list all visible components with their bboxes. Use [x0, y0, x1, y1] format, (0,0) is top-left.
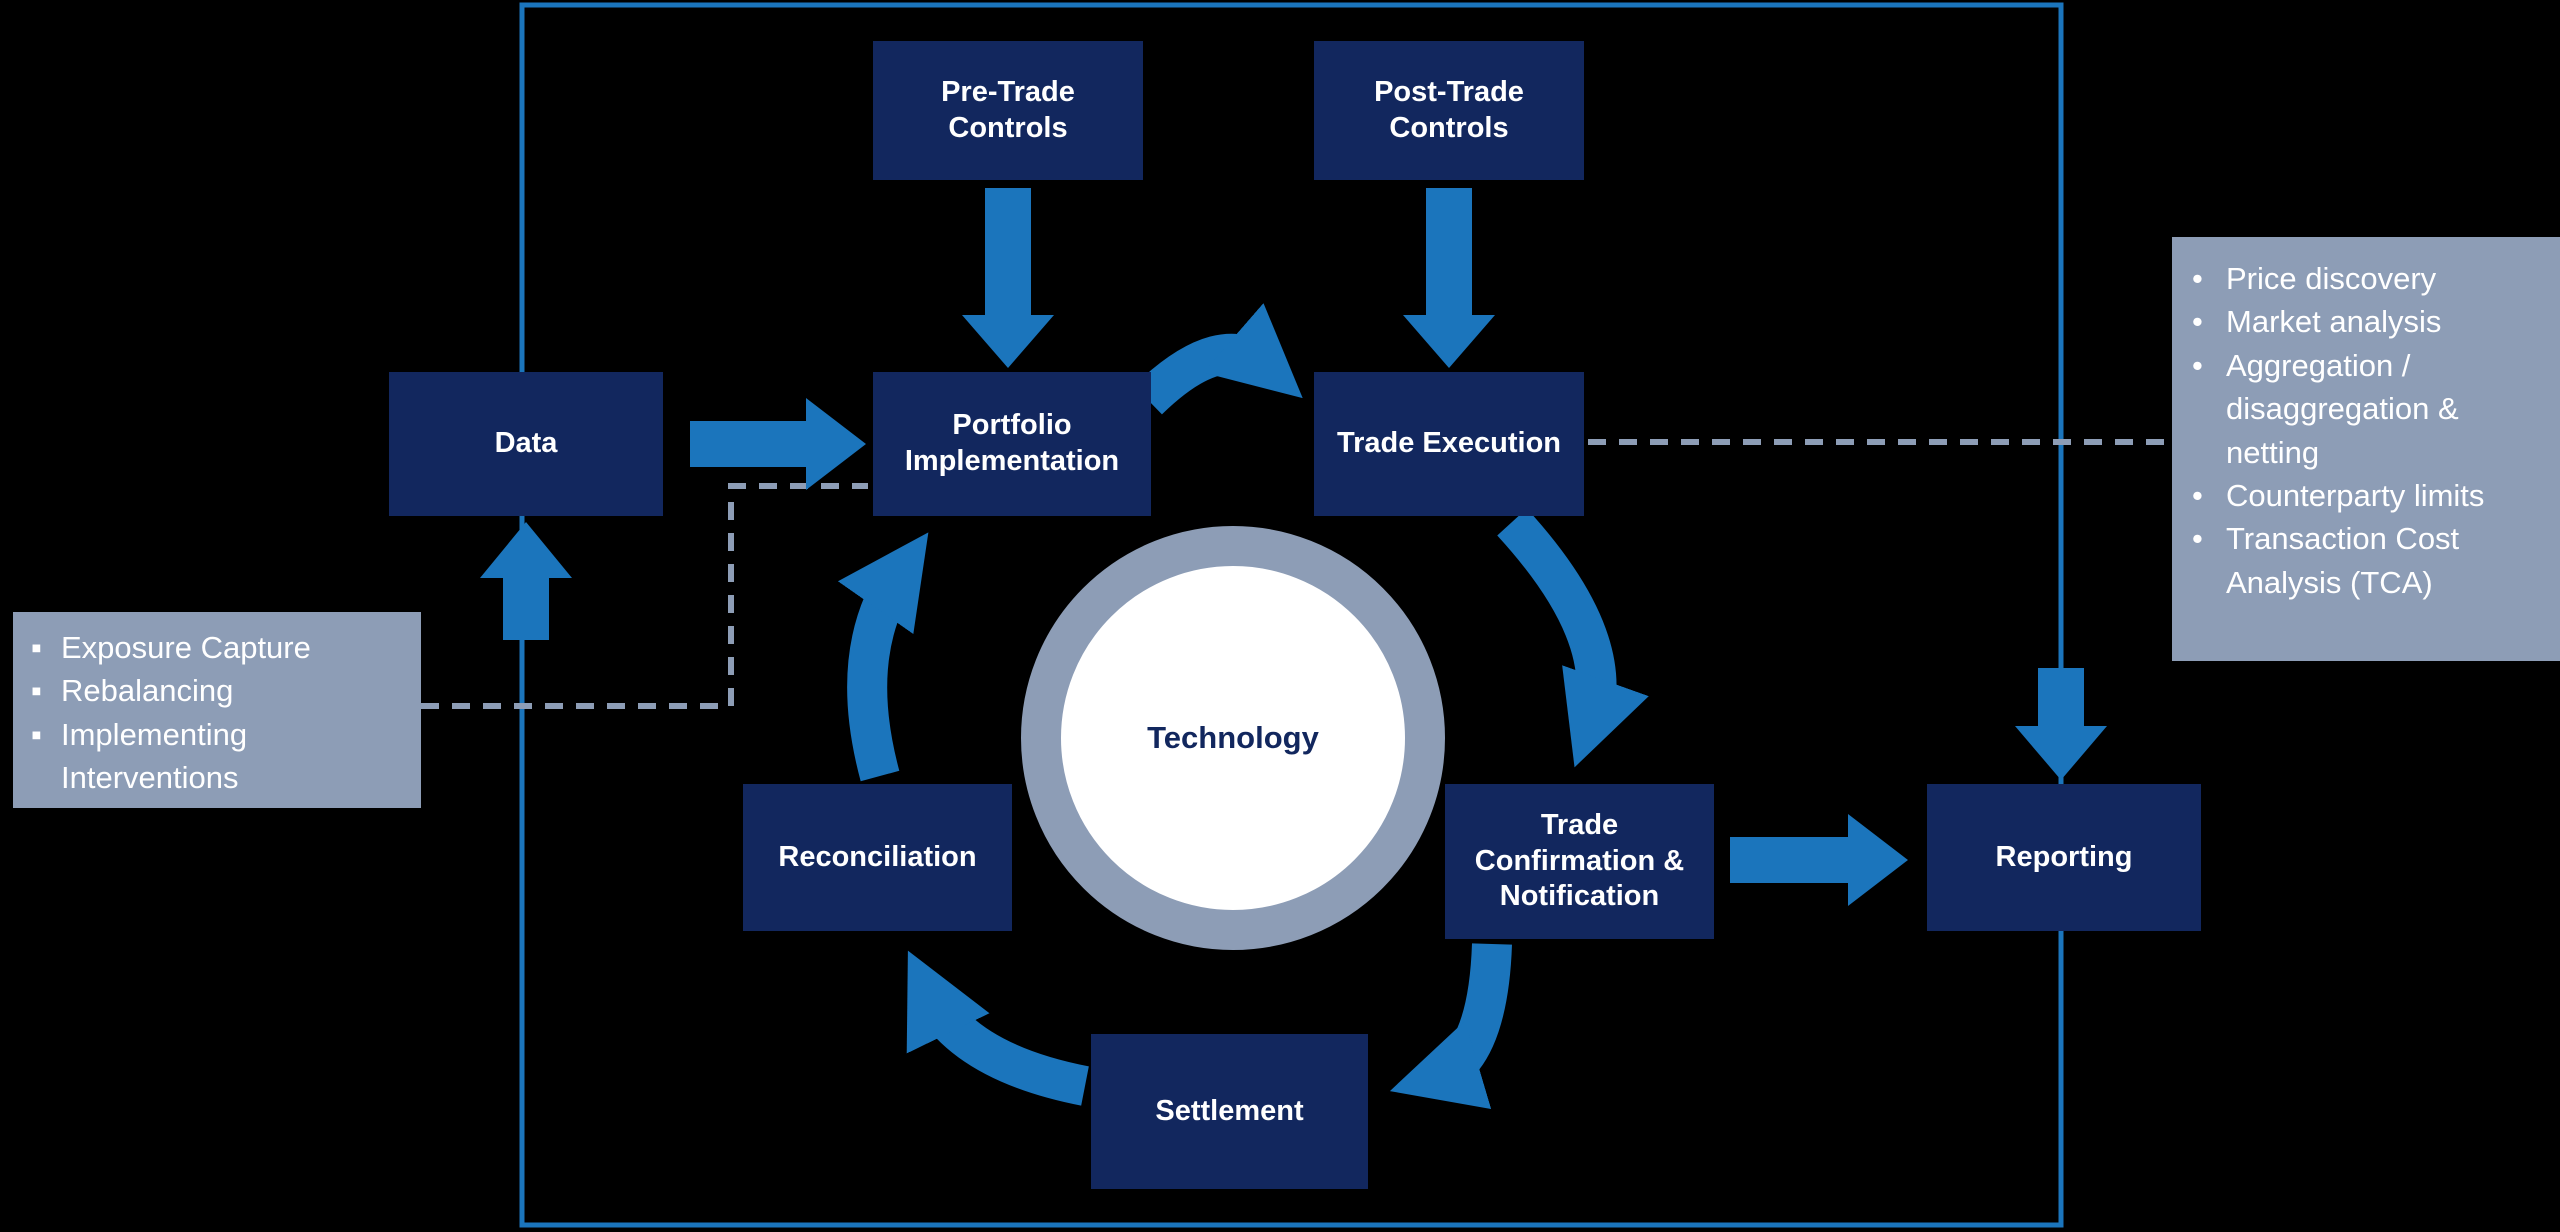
- round-bullet-icon: •: [2192, 477, 2203, 513]
- box-portfolio-implementation: Portfolio Implementation: [873, 372, 1151, 516]
- round-bullet-icon: •: [2192, 304, 2203, 340]
- callout-item: • Market analysis: [2192, 300, 2544, 343]
- round-bullet-icon: •: [2192, 521, 2203, 557]
- arrow-portfolio-to-trade-execution: [1134, 303, 1303, 415]
- callout-item: • Transaction Cost Analysis (TCA): [2192, 517, 2544, 604]
- box-label: Pre-Trade Controls: [941, 75, 1075, 144]
- arrow-trade-execution-to-confirmation: [1497, 508, 1649, 768]
- callout-item-text: Counterparty limits: [2226, 477, 2485, 513]
- callout-item: • Counterparty limits: [2192, 474, 2544, 517]
- callout-item: ▪ Exposure Capture: [31, 626, 403, 669]
- box-post-trade-controls: Post-Trade Controls: [1314, 41, 1584, 180]
- callout-list: • Price discovery • Market analysis • Ag…: [2192, 257, 2544, 604]
- callout-item-text: Rebalancing: [61, 673, 234, 709]
- box-trade-confirmation-notification: Trade Confirmation & Notification: [1445, 784, 1714, 939]
- box-trade-execution: Trade Execution: [1314, 372, 1584, 516]
- box-label: Reconciliation: [778, 840, 977, 873]
- box-label: Portfolio Implementation: [904, 409, 1120, 477]
- callout-item: ▪ Rebalancing: [31, 669, 403, 712]
- round-bullet-icon: •: [2192, 347, 2203, 383]
- arrow-confirmation-to-settlement: [1389, 943, 1512, 1109]
- technology-circle: Technology: [1021, 526, 1445, 950]
- arrow-reconciliation-to-portfolio: [837, 532, 929, 782]
- box-label: Trade Execution: [1336, 427, 1561, 460]
- callout-trade-execution-functions: • Price discovery • Market analysis • Ag…: [2172, 237, 2560, 661]
- square-bullet-icon: ▪: [31, 630, 42, 665]
- box-settlement: Settlement: [1091, 1034, 1368, 1189]
- callout-item: • Aggregation / disaggregation & netting: [2192, 344, 2544, 474]
- box-label: Post-Trade Controls: [1374, 75, 1524, 144]
- arrow-post-trade-down: [1403, 188, 1495, 368]
- callout-item-text: Implementing Interventions: [61, 716, 248, 796]
- arrow-pre-trade-down: [962, 188, 1054, 368]
- technology-label: Technology: [1147, 720, 1319, 755]
- square-bullet-icon: ▪: [31, 716, 42, 752]
- arrow-data-to-portfolio: [690, 398, 866, 490]
- callout-item-text: Exposure Capture: [61, 630, 311, 665]
- arrow-confirmation-to-reporting: [1730, 814, 1908, 906]
- arrow-settlement-to-reconciliation: [906, 950, 1089, 1106]
- box-label: Data: [494, 427, 558, 460]
- round-bullet-icon: •: [2192, 261, 2203, 296]
- box-reconciliation: Reconciliation: [743, 784, 1012, 931]
- box-label: Trade Confirmation & Notification: [1474, 808, 1685, 913]
- box-label: Settlement: [1155, 1094, 1304, 1127]
- callout-item-text: Transaction Cost Analysis (TCA): [2226, 521, 2460, 600]
- callout-item: ▪ Implementing Interventions: [31, 713, 403, 800]
- box-pre-trade-controls: Pre-Trade Controls: [873, 41, 1143, 180]
- box-reporting: Reporting: [1927, 784, 2201, 931]
- callout-list: ▪ Exposure Capture ▪ Rebalancing ▪ Imple…: [31, 626, 403, 800]
- callout-item-text: Market analysis: [2226, 304, 2442, 340]
- callout-item-text: Price discovery: [2226, 261, 2437, 296]
- box-label: Reporting: [1995, 840, 2133, 873]
- callout-data-functions: ▪ Exposure Capture ▪ Rebalancing ▪ Imple…: [13, 612, 421, 808]
- box-data: Data: [389, 372, 663, 516]
- arrow-loop-into-reporting: [2015, 668, 2107, 780]
- dashed-connector-left-callout: [421, 483, 868, 709]
- arrow-loop-into-data: [480, 522, 572, 640]
- callout-item: • Price discovery: [2192, 257, 2544, 300]
- square-bullet-icon: ▪: [31, 673, 42, 709]
- callout-item-text: Aggregation / disaggregation & netting: [2226, 347, 2459, 470]
